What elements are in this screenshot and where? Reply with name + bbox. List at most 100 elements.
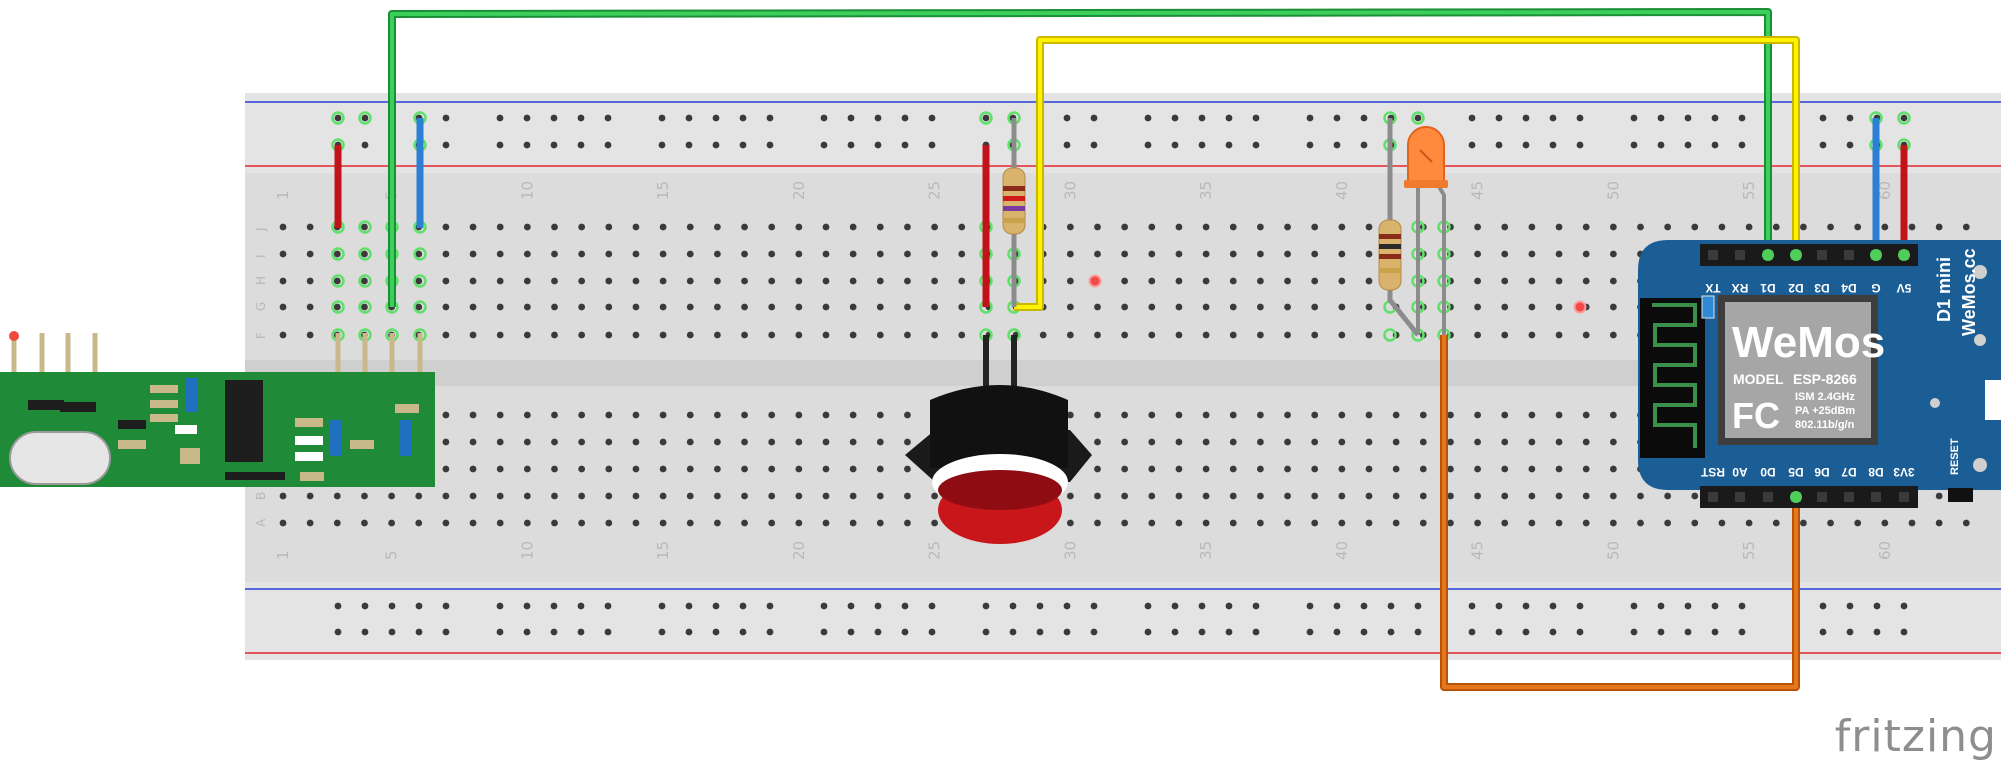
rail-hole <box>1468 602 1476 610</box>
model-label: MODEL <box>1733 371 1784 387</box>
reset-button[interactable] <box>1948 488 1973 502</box>
top-power-rail <box>245 93 2001 173</box>
breadboard-hole <box>1908 223 1916 231</box>
column-label: 25 <box>926 181 944 200</box>
breadboard-hole <box>415 492 423 500</box>
breadboard-hole <box>442 277 450 285</box>
column-label: 10 <box>518 541 536 560</box>
breadboard-hole <box>1637 223 1644 231</box>
breadboard-hole <box>442 250 450 258</box>
breadboard-hole <box>1202 411 1210 419</box>
spec-freq: ISM 2.4GHz <box>1795 391 1855 403</box>
header-pin <box>1708 492 1718 502</box>
rail-hole <box>1630 114 1638 122</box>
breadboard-hole <box>659 492 667 500</box>
breadboard-hole <box>1311 519 1319 527</box>
breadboard-hole <box>523 438 531 446</box>
breadboard-hole <box>523 277 531 285</box>
breadboard-hole <box>1094 492 1101 500</box>
rail-hole <box>1360 628 1368 636</box>
breadboard-hole <box>1447 492 1454 500</box>
connected-hole <box>331 111 345 125</box>
breadboard-hole <box>931 277 938 285</box>
breadboard-hole <box>1311 223 1319 231</box>
breadboard-hole <box>1528 277 1536 285</box>
breadboard-hole <box>551 303 558 311</box>
connected-hole <box>358 220 372 234</box>
breadboard-hole <box>496 492 504 500</box>
rail-hole <box>658 602 666 610</box>
connected-hole <box>413 300 427 314</box>
rail-hole <box>361 141 369 149</box>
breadboard-hole <box>333 250 341 258</box>
rf-smd <box>118 440 146 449</box>
breadboard-hole <box>1392 519 1400 527</box>
breadboard-hole <box>741 223 748 231</box>
breadboard-hole <box>1094 438 1101 446</box>
breadboard-hole <box>1338 303 1346 311</box>
breadboard-hole <box>632 438 640 446</box>
breadboard-hole <box>795 331 803 339</box>
breadboard-hole <box>1311 411 1319 419</box>
breadboard-hole <box>1257 223 1264 231</box>
breadboard-hole <box>1474 519 1481 527</box>
rail-hole <box>712 628 720 636</box>
breadboard-hole <box>931 223 938 231</box>
breadboard-hole <box>714 303 721 311</box>
breadboard-hole <box>1474 492 1481 500</box>
rail-hole <box>1738 628 1746 636</box>
breadboard-hole <box>1935 519 1943 527</box>
breadboard-hole <box>1338 411 1346 419</box>
breadboard-hole <box>279 250 287 258</box>
rf-smd <box>28 400 64 410</box>
breadboard-hole <box>1365 223 1373 231</box>
breadboard-hole <box>1881 519 1889 527</box>
breadboard-hole <box>523 331 531 339</box>
rail-hole <box>1549 602 1557 610</box>
rail-hole <box>1576 141 1584 149</box>
breadboard-hole <box>1338 492 1346 500</box>
connected-hole <box>331 274 345 288</box>
breadboard-hole <box>904 438 911 446</box>
breadboard-hole <box>686 277 694 285</box>
connected-hole <box>413 247 427 261</box>
rail-hole <box>928 141 936 149</box>
rail-hole <box>1414 602 1422 610</box>
breadboard-hole <box>1365 277 1373 285</box>
breadboard-hole <box>1175 223 1183 231</box>
breadboard-hole <box>1609 223 1617 231</box>
breadboard-hole <box>605 331 613 339</box>
breadboard-hole <box>388 519 395 527</box>
breadboard-hole <box>1121 250 1129 258</box>
model-value: ESP-8266 <box>1793 371 1857 387</box>
breadboard-hole <box>822 277 830 285</box>
breadboard-hole <box>1555 465 1563 473</box>
breadboard-hole <box>1908 519 1916 527</box>
breadboard-hole <box>1229 331 1237 339</box>
resistor <box>1002 167 1026 235</box>
rail-hole <box>523 628 531 636</box>
breadboard-hole <box>1284 277 1291 285</box>
rail-hole <box>1144 114 1152 122</box>
row-label: I <box>254 254 268 258</box>
rail-hole <box>658 141 666 149</box>
rail-hole <box>1171 628 1179 636</box>
rail-hole <box>739 114 747 122</box>
breadboard-hole <box>1691 519 1699 527</box>
breadboard-hole <box>1257 277 1264 285</box>
breadboard-hole <box>1392 438 1400 446</box>
breadboard-hole <box>1609 411 1617 419</box>
breadboard-hole <box>1284 331 1291 339</box>
column-label: 50 <box>1604 541 1622 560</box>
rail-hole <box>550 141 558 149</box>
connected-hole <box>331 247 345 261</box>
breadboard-hole <box>632 223 640 231</box>
breadboard-hole <box>523 223 531 231</box>
rail-hole <box>901 628 909 636</box>
breadboard-hole <box>1501 411 1509 419</box>
breadboard-hole <box>632 277 640 285</box>
breadboard-hole <box>1284 223 1291 231</box>
rail-hole <box>442 114 450 122</box>
